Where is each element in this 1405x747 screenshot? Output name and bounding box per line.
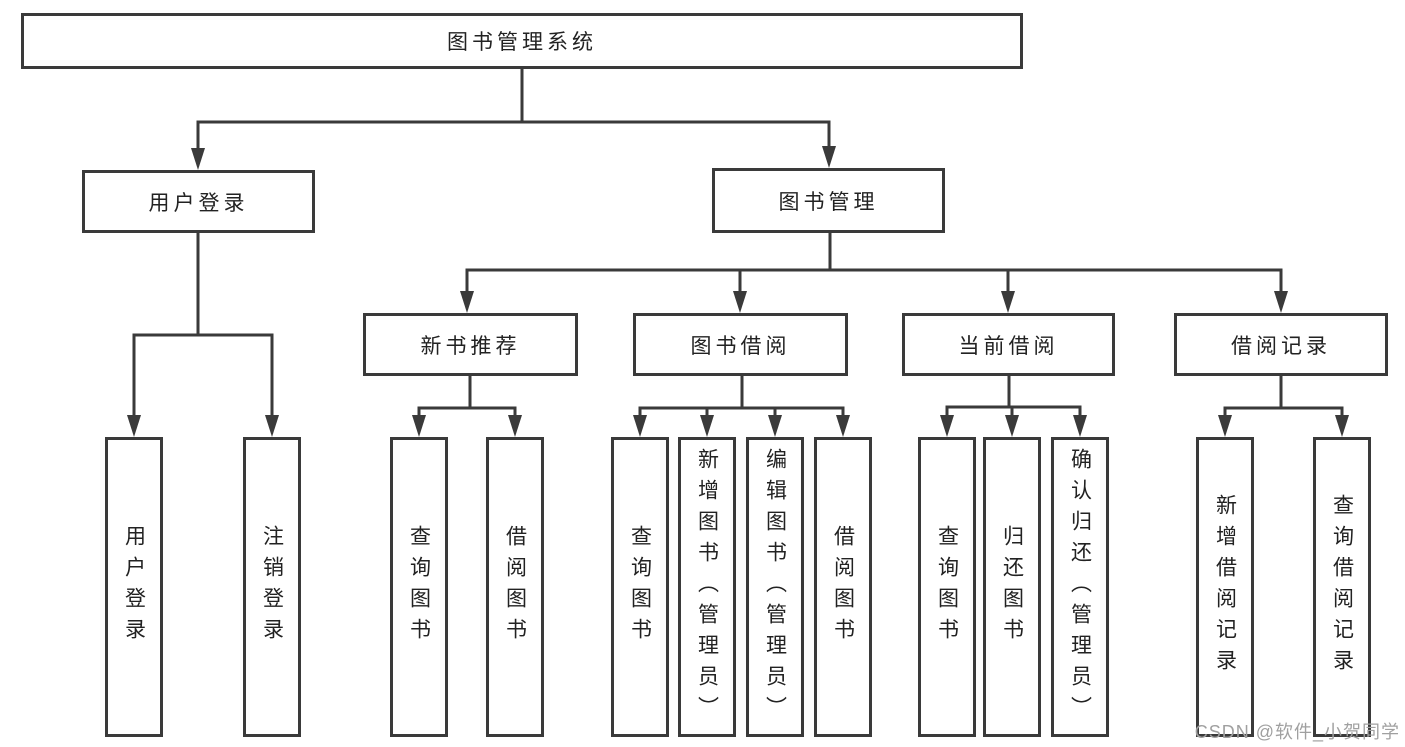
node-user-login-label: 用户登录 [148, 191, 249, 215]
node-leaf-borrow-query: 查询图书 [611, 437, 669, 737]
node-leaf-borrow-borrow-label: 借阅图书 [831, 525, 855, 649]
node-leaf-borrow-edit: 编辑图书（管理员） [746, 437, 804, 737]
node-leaf-borrow-edit-label: 编辑图书（管理员） [763, 447, 787, 727]
node-current-borrow-label: 当前借阅 [958, 334, 1059, 358]
edge-lines [132, 69, 1344, 424]
node-leaf-logout-label: 注销登录 [260, 525, 284, 649]
node-leaf-current-confirm: 确认归还（管理员） [1051, 437, 1109, 737]
node-book-borrow: 图书借阅 [633, 313, 848, 376]
node-book-borrow-label: 图书借阅 [690, 334, 791, 358]
node-leaf-records-add: 新增借阅记录 [1196, 437, 1254, 737]
node-leaf-logout: 注销登录 [243, 437, 301, 737]
node-new-book-label: 新书推荐 [420, 334, 521, 358]
node-leaf-current-return-label: 归还图书 [1000, 525, 1024, 649]
node-borrow-records: 借阅记录 [1174, 313, 1388, 376]
node-leaf-current-confirm-label: 确认归还（管理员） [1068, 447, 1092, 727]
node-leaf-records-query-label: 查询借阅记录 [1330, 494, 1354, 680]
node-leaf-current-query: 查询图书 [918, 437, 976, 737]
node-root-label: 图书管理系统 [447, 31, 597, 54]
node-book-mgmt: 图书管理 [712, 168, 945, 233]
node-root: 图书管理系统 [21, 13, 1023, 69]
node-new-book: 新书推荐 [363, 313, 578, 376]
node-leaf-borrow-query-label: 查询图书 [628, 525, 652, 649]
node-leaf-borrow-borrow: 借阅图书 [814, 437, 872, 737]
node-leaf-current-query-label: 查询图书 [935, 525, 959, 649]
edge-arrowheads [127, 146, 1349, 437]
node-leaf-records-query: 查询借阅记录 [1313, 437, 1371, 737]
node-leaf-user-login-label: 用户登录 [122, 525, 146, 649]
node-leaf-user-login: 用户登录 [105, 437, 163, 737]
node-current-borrow: 当前借阅 [902, 313, 1115, 376]
csdn-watermark: CSDN @软件_小贺同学 [1194, 722, 1400, 742]
node-user-login: 用户登录 [82, 170, 315, 233]
node-leaf-borrow-add-label: 新增图书（管理员） [695, 447, 719, 727]
node-leaf-newbook-borrow: 借阅图书 [486, 437, 544, 737]
node-leaf-newbook-query-label: 查询图书 [407, 525, 431, 649]
node-leaf-newbook-query: 查询图书 [390, 437, 448, 737]
node-leaf-newbook-borrow-label: 借阅图书 [503, 525, 527, 649]
node-borrow-records-label: 借阅记录 [1231, 334, 1331, 358]
node-leaf-borrow-add: 新增图书（管理员） [678, 437, 736, 737]
node-leaf-current-return: 归还图书 [983, 437, 1041, 737]
node-book-mgmt-label: 图书管理 [778, 190, 879, 214]
node-leaf-records-add-label: 新增借阅记录 [1213, 494, 1237, 680]
